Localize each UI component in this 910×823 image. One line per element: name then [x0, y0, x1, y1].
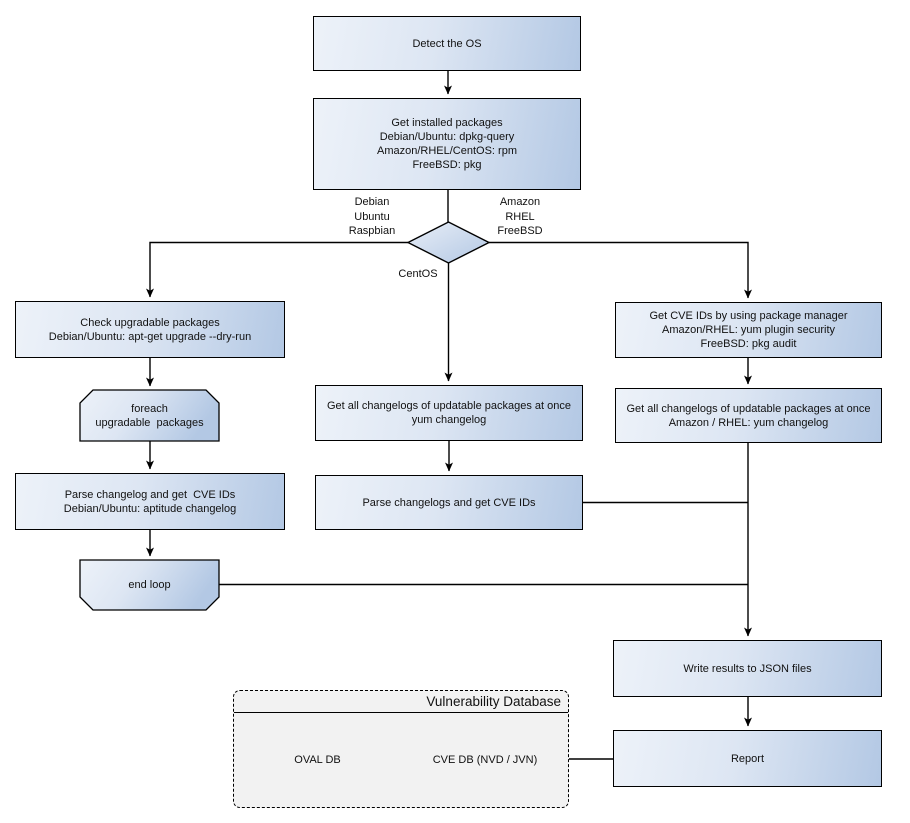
branch-label-centos-text: CentOS: [398, 268, 438, 280]
node-get-installed-packages-label: Get installed packages Debian/Ubuntu: dp…: [377, 117, 517, 171]
node-parse-changelog: Parse changelog and get CVE IDs Debian/U…: [15, 473, 285, 530]
foreach-loop-label: foreach upgradable packages: [95, 402, 204, 429]
node-report: Report: [613, 730, 882, 787]
node-parse-changelog-label: Parse changelog and get CVE IDs Debian/U…: [63, 488, 237, 515]
vulnerability-database-title: Vulnerability Database: [426, 694, 561, 709]
end-loop-label: end loop: [128, 579, 171, 591]
node-check-upgradable-label: Check upgradable packages Debian/Ubuntu:…: [48, 316, 252, 343]
node-get-changelogs-centos-label: Get all changelogs of updatable packages…: [326, 400, 571, 426]
node-write-results-label: Write results to JSON files: [683, 662, 812, 675]
node-get-changelogs-centos: Get all changelogs of updatable packages…: [315, 385, 583, 441]
branch-label-centos: CentOS: [368, 267, 468, 283]
foreach-loop-shape: [79, 389, 220, 442]
branch-label-debian-text: Debian Ubuntu Raspbian: [348, 196, 396, 237]
foreach-loop-label-box: foreach upgradable packages: [80, 390, 219, 441]
node-get-cve-ids: Get CVE IDs by using package manager Ama…: [615, 302, 882, 358]
end-loop-shape: [79, 559, 220, 611]
node-check-upgradable: Check upgradable packages Debian/Ubuntu:…: [15, 301, 285, 358]
branch-label-amazon: Amazon RHEL FreeBSD: [470, 195, 570, 240]
node-parse-changelogs: Parse changelogs and get CVE IDs: [315, 475, 583, 530]
node-detect-os-label: Detect the OS: [412, 37, 482, 50]
cve-db-label-text: CVE DB (NVD / JVN): [432, 754, 538, 766]
node-report-label: Report: [730, 752, 765, 765]
node-get-installed-packages: Get installed packages Debian/Ubuntu: dp…: [313, 98, 581, 190]
oval-db-label: OVAL DB: [248, 748, 387, 772]
branch-label-amazon-text: Amazon RHEL FreeBSD: [497, 196, 543, 237]
node-parse-changelogs-label: Parse changelogs and get CVE IDs: [362, 496, 536, 509]
vulnerability-database-title-separator: [234, 712, 568, 713]
edge-branch-amazon: [489, 241, 752, 299]
oval-db-label-text: OVAL DB: [294, 754, 341, 766]
node-get-changelogs-yum-label: Get all changelogs of updatable packages…: [626, 402, 871, 429]
end-loop-label-box: end loop: [80, 560, 219, 610]
node-detect-os: Detect the OS: [313, 16, 581, 71]
node-get-cve-ids-label: Get CVE IDs by using package manager Ama…: [649, 310, 848, 350]
edge-branch-debian: [146, 241, 408, 298]
cve-db-label: CVE DB (NVD / JVN): [417, 748, 553, 772]
vulnerability-database-panel: Vulnerability Database: [233, 690, 569, 808]
node-get-changelogs-yum: Get all changelogs of updatable packages…: [615, 388, 882, 443]
branch-label-debian: Debian Ubuntu Raspbian: [322, 195, 422, 240]
node-write-results: Write results to JSON files: [613, 640, 882, 697]
